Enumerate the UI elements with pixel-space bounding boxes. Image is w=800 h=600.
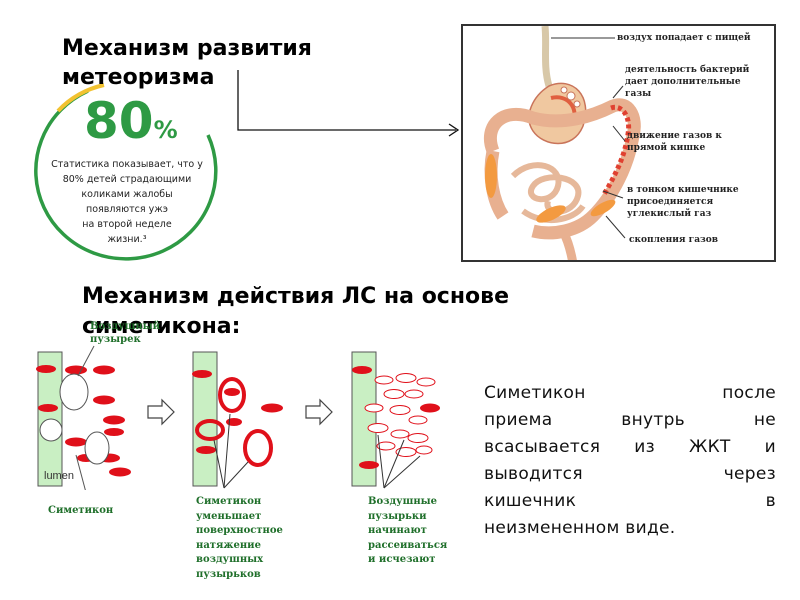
lumen-label: lumen [44,470,74,482]
simethicone-title: Механизм действия ЛС на основе симетикон… [82,284,510,339]
bubble-diagram [36,345,440,490]
description-text: Симетикон после приема внутрь не всасыва… [484,383,776,538]
mechanism-title: Механизм развития метеоризма [62,36,312,90]
panel1-caption: Симетикон [48,505,114,516]
ring-yellow-arc [56,83,105,113]
panel2-caption: Симетикон уменьшает поверхностное натяже… [196,496,283,580]
connector-arrow [237,70,460,137]
intestine-drawing [483,26,641,260]
label-accumulations: скопления газов [629,235,719,245]
statistic-value: 80% [84,92,178,150]
label-small-intestine: в тонком кишечнике присоединяется углеки… [627,185,739,219]
statistic-text: Статистика показывает, что у 80% детей с… [51,159,203,245]
air-bubble-label: Воздушный пузырек [90,321,161,345]
label-movement: движение газов к прямой кишке [627,131,722,153]
statistic-ring [34,83,218,261]
label-bacteria: деятельность бактерий дает дополнительны… [625,65,750,99]
arrow-1 [147,398,175,426]
ring-green-arc [34,89,218,261]
intestine-figure: воздух попадает с пищей деятельность бак… [461,24,776,262]
arrow-2 [305,398,333,426]
air-bubble [59,373,89,411]
label-air: воздух попадает с пищей [617,33,751,43]
panel3-caption: Воздушные пузырьки начинают рассеиваться… [368,496,448,565]
